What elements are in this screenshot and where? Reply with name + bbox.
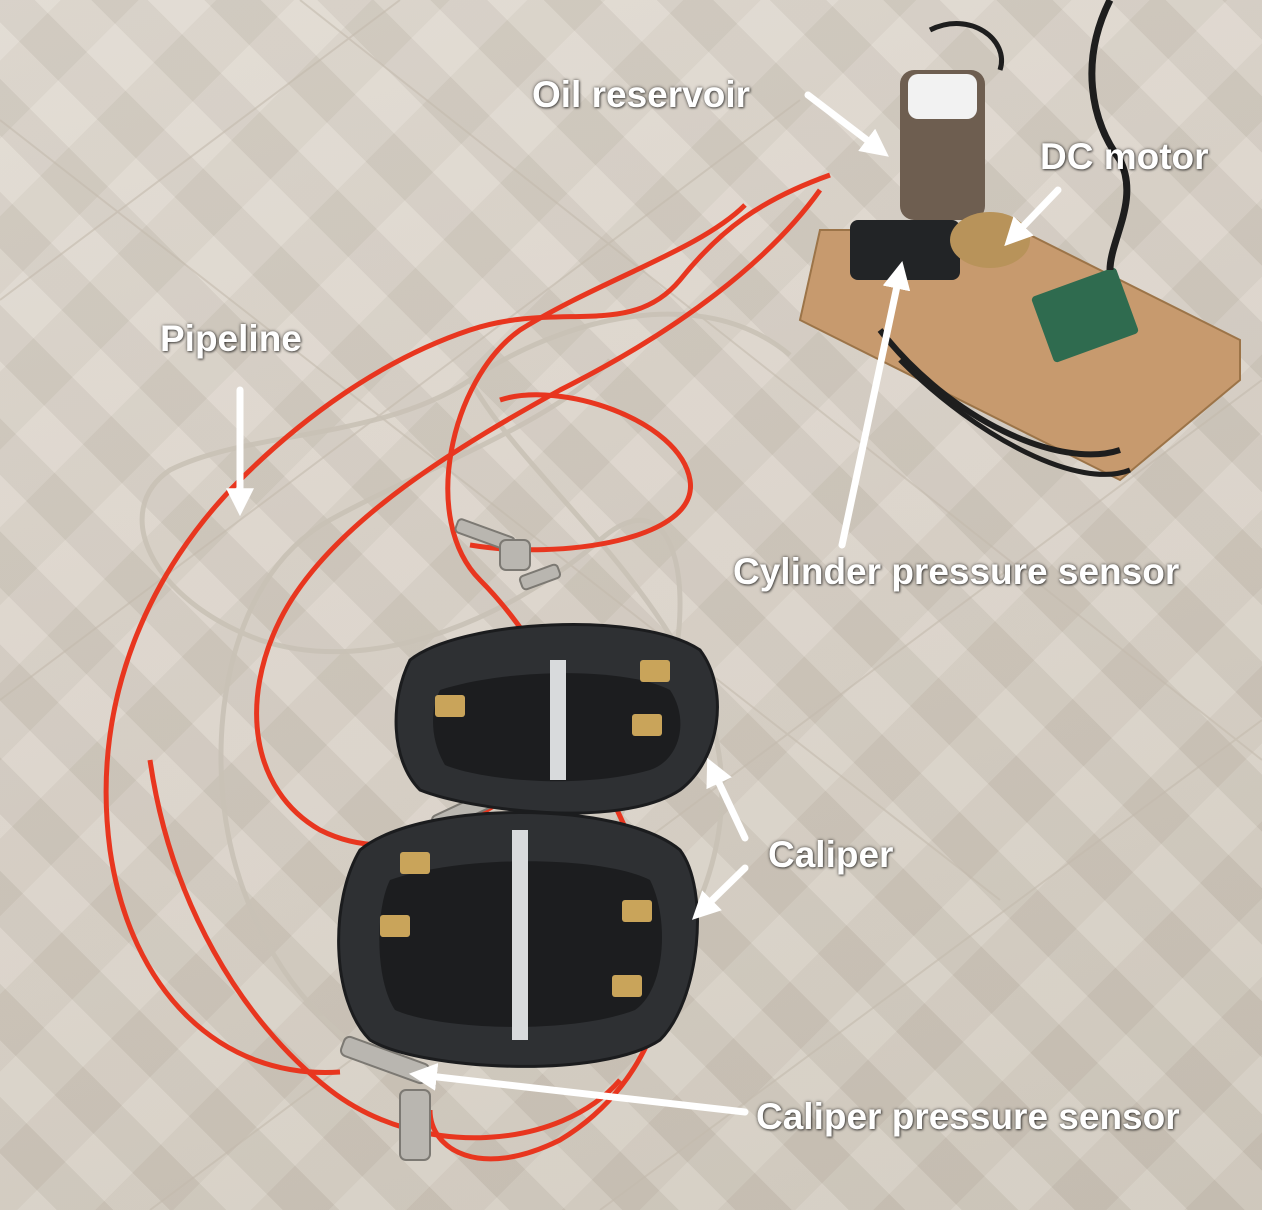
label-dc-motor: DC motor: [1040, 136, 1209, 177]
label-caliper: Caliper: [768, 834, 894, 875]
arrow-caliper-top: [706, 757, 749, 842]
arrow-dc-motor: [1004, 186, 1062, 247]
label-cylinder-pressure-sensor: Cylinder pressure sensor: [733, 551, 1180, 592]
label-pipeline: Pipeline: [160, 318, 302, 359]
label-caliper-pressure-sensor: Caliper pressure sensor: [756, 1096, 1180, 1137]
label-oil-reservoir: Oil reservoir: [532, 74, 751, 115]
arrow-cylinder-pressure-sensor: [838, 261, 911, 549]
caliper-bottom: [337, 811, 699, 1068]
caliper-top: [394, 623, 719, 815]
annotation-arrows: [226, 91, 1062, 1116]
arrow-caliper-pressure-sensor: [408, 1062, 749, 1116]
arrow-oil-reservoir: [804, 91, 889, 157]
arrow-caliper-bottom: [691, 864, 749, 920]
actuator-rig: [798, 0, 1241, 482]
